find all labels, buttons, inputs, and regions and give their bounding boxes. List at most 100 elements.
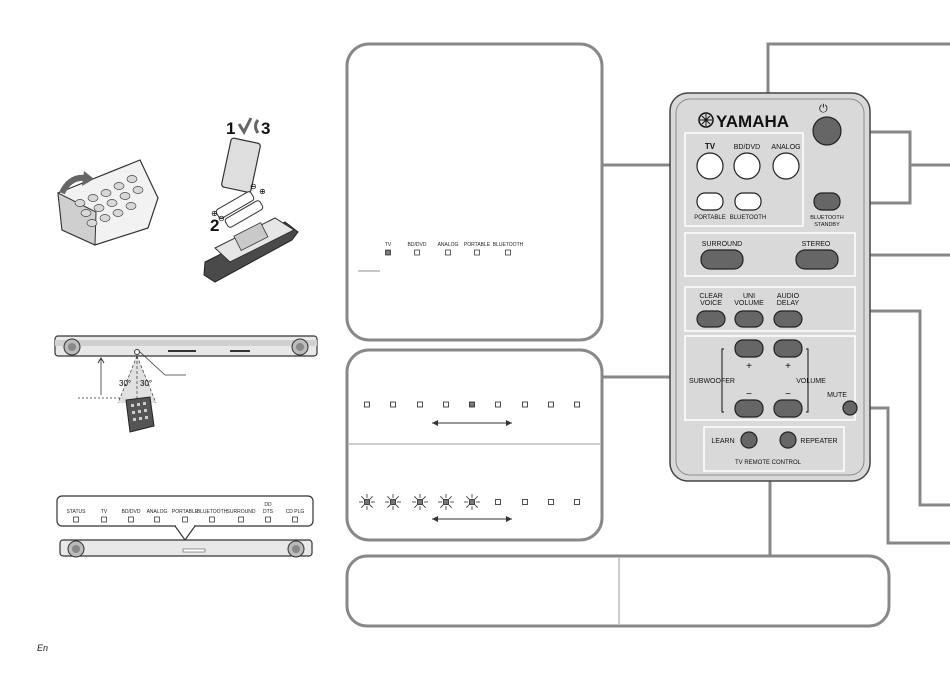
svg-text:CLEAR: CLEAR (699, 293, 722, 300)
surround-label: SURROUND (702, 241, 742, 248)
mute-button[interactable] (842, 400, 858, 416)
level-lamp (495, 401, 501, 408)
svg-text:UNI: UNI (743, 293, 755, 300)
level-row-2 (359, 494, 580, 510)
bluetooth-button-label: BLUETOOTH (730, 215, 767, 221)
level-lamp (469, 401, 475, 408)
dts-logo: DD (264, 502, 272, 508)
repeater-label: REPEATER (800, 438, 837, 445)
indicator-label: BD/DVD (408, 242, 427, 248)
learn-label: LEARN (711, 438, 734, 445)
subwoofer-down-button[interactable] (734, 399, 764, 418)
soundbar-angle-illustration: 30° 30° (54, 335, 318, 433)
svg-text:+: + (785, 361, 791, 372)
front-panel-label: DTS (263, 509, 274, 515)
blinking-lamp (438, 494, 454, 510)
level-lamp (548, 499, 554, 505)
front-panel-label: BLUETOOTH (197, 509, 228, 515)
indicator-label: BLUETOOTH (493, 242, 524, 248)
level-lamp (522, 499, 528, 505)
yamaha-logo: YAMAHA (698, 112, 789, 131)
tv-remote-control-label: TV REMOTE CONTROL (735, 460, 802, 466)
power-button[interactable] (812, 116, 842, 146)
svg-text:⊖: ⊖ (250, 182, 257, 191)
analog-button-label: ANALOG (771, 144, 800, 151)
blinking-lamp (464, 494, 480, 510)
step-2-label: 2 (210, 216, 219, 235)
audio-delay-button[interactable] (773, 310, 803, 328)
level-lamp (548, 401, 554, 408)
level-lamp (522, 401, 528, 408)
power-icon: ⏻ (819, 103, 828, 115)
repeater-button[interactable] (779, 431, 797, 449)
svg-text:⊕: ⊕ (259, 187, 266, 196)
svg-text:⊕: ⊕ (211, 209, 218, 218)
front-panel-lamp (209, 516, 215, 523)
level-lamp (574, 499, 580, 505)
bluetooth-button[interactable] (734, 192, 762, 211)
indicator-lamp (505, 249, 511, 256)
remote-back-illustration (57, 159, 159, 246)
battery-1 (215, 191, 255, 219)
left-angle-label: 30° (119, 379, 131, 388)
portable-button[interactable] (696, 192, 724, 211)
double-arrow-icon (432, 420, 512, 426)
step-1-label: 1 (226, 119, 235, 138)
uni-volume-button[interactable] (734, 310, 764, 328)
front-panel-label: ANALOG (147, 509, 168, 515)
svg-text:VOICE: VOICE (700, 300, 722, 307)
level-lamp (364, 401, 370, 408)
level-lamp (495, 499, 501, 505)
learn-button[interactable] (740, 431, 758, 449)
indicator-panel (345, 42, 604, 342)
right-angle-label: 30° (140, 379, 152, 388)
svg-text:−: − (746, 389, 752, 400)
subwoofer-label: SUBWOOFER (689, 378, 735, 385)
bd-dvd-button-label: BD/DVD (734, 144, 760, 151)
analog-button[interactable] (772, 152, 800, 180)
svg-text:VOLUME: VOLUME (734, 300, 764, 307)
subwoofer-up-button[interactable] (734, 339, 764, 358)
svg-text:⊖: ⊖ (218, 214, 225, 223)
front-panel-lamp (182, 516, 188, 523)
blinking-lamp (359, 494, 375, 510)
tv-button[interactable] (696, 152, 724, 180)
surround-button[interactable] (700, 249, 744, 270)
stereo-label: STEREO (802, 241, 831, 248)
remote-control: YAMAHA ⏻ TV BD/DVD ANALOG PORTABLE BLUET… (669, 92, 871, 482)
battery-2 (224, 200, 264, 228)
svg-text:DELAY: DELAY (777, 300, 800, 307)
indicator-lamp (385, 249, 391, 256)
bd-dvd-button[interactable] (733, 152, 761, 180)
clear-voice-button[interactable] (696, 310, 726, 328)
indicator-label: ANALOG (438, 242, 459, 248)
volume-down-button[interactable] (773, 399, 803, 418)
step-3-label: 3 (261, 119, 270, 138)
blinking-lamp (412, 494, 428, 510)
svg-text:AUDIO: AUDIO (777, 293, 800, 300)
brand-label: YAMAHA (716, 112, 789, 131)
indicator-label: TV (385, 242, 392, 248)
front-panel-lamp (238, 516, 244, 523)
level-panel (345, 348, 604, 542)
indicator-label: PORTABLE (464, 242, 491, 248)
bottom-panel (345, 554, 891, 628)
indicator-lamp (474, 249, 480, 256)
check-arrow-icon (237, 117, 253, 136)
bluetooth-standby-button[interactable] (813, 192, 841, 211)
level-lamp (417, 401, 423, 408)
battery-insert-illustration: 1 3 ⊕ ⊖ ⊖ ⊕ 2 (203, 117, 299, 283)
front-panel-lamp (101, 516, 107, 523)
level-row-1 (364, 401, 580, 408)
level-lamp (574, 401, 580, 408)
front-panel-lamp (292, 516, 298, 523)
front-panel-lamp (73, 516, 79, 523)
tv-button-label: TV (705, 142, 716, 151)
battery-cover (221, 137, 261, 193)
volume-up-button[interactable] (773, 339, 803, 358)
stereo-button[interactable] (795, 249, 839, 270)
svg-text:−: − (785, 389, 791, 400)
portable-button-label: PORTABLE (694, 215, 725, 221)
